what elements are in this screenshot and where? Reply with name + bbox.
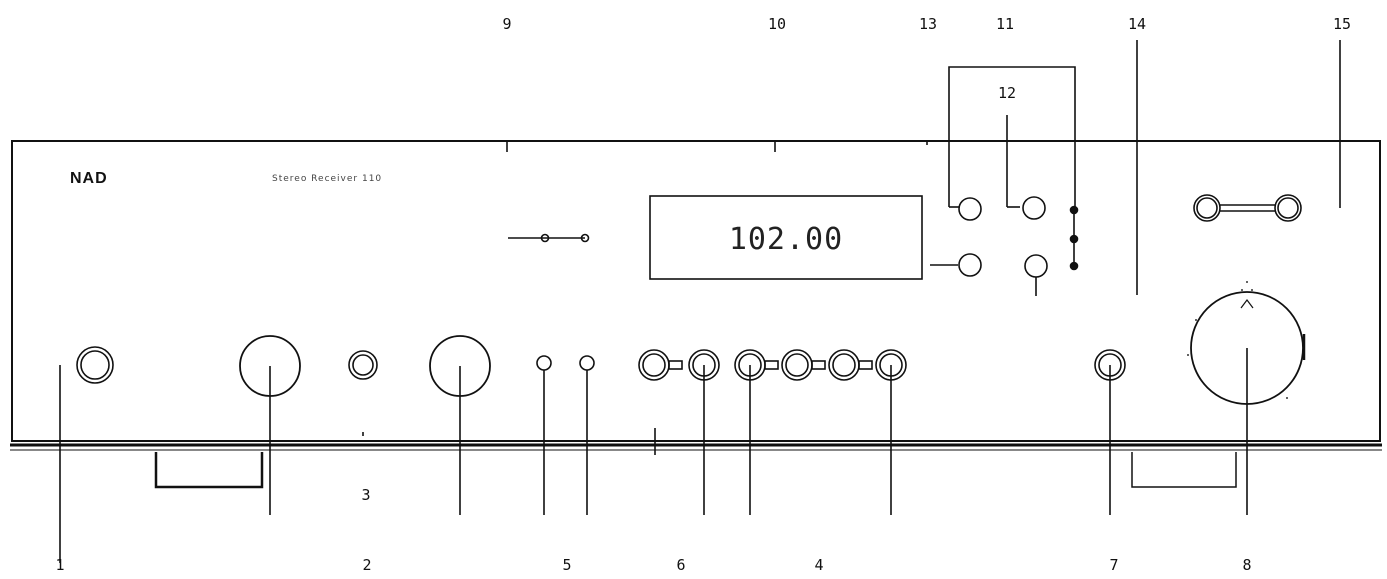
front-panel [11,140,1381,442]
model-label: Stereo Receiver 110 [272,174,383,184]
right-foot [1131,452,1237,488]
callout-4: 4 [814,556,824,574]
display-window [649,195,923,280]
tuner-button-c [958,253,982,277]
tuner-button-b [1022,196,1046,220]
callout-3: 3 [361,486,371,504]
callout-14: 14 [1127,15,1147,33]
tone-button-1 [536,355,552,371]
callout-5: 5 [562,556,572,574]
callout-7: 7 [1109,556,1119,574]
bracket-11 [948,66,1076,207]
callout-9: 9 [502,15,512,33]
callout-1: 1 [55,556,65,574]
mode-switch-dot [540,233,550,243]
brand-logo: NAD [70,170,108,187]
callout-8: 8 [1242,556,1252,574]
speaker-b-button [1274,194,1302,222]
speaker-a-button [1193,194,1221,222]
callout-6: 6 [676,556,686,574]
callout-11: 11 [995,15,1015,33]
frequency-readout: 102.00 [728,222,844,257]
tuner-button-d [1024,254,1048,278]
callout-13: 13 [918,15,938,33]
callout-2: 2 [362,556,372,574]
headphone-jack [348,350,378,380]
callout-10: 10 [767,15,787,33]
tuner-button-a [958,197,982,221]
left-foot [154,452,264,489]
tone-button-2 [579,355,595,371]
callout-15: 15 [1332,15,1352,33]
callout-12: 12 [997,84,1017,102]
power-button [76,346,114,384]
